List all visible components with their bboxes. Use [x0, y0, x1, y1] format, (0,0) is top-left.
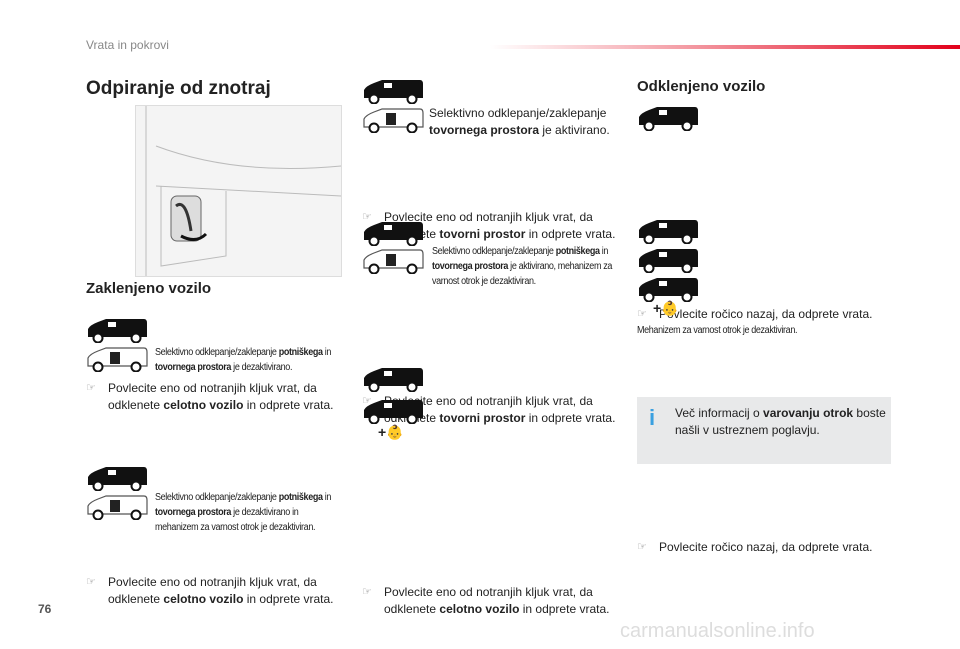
child-lock-icon: +👶	[378, 424, 404, 440]
caption: Selektivno odklepanje/zaklepanje potnišk…	[155, 492, 332, 533]
info-text: Več informacij o varovanju otrok boste n…	[675, 406, 886, 437]
instruction: Povlecite eno od notranjih kljuk vrat, d…	[362, 584, 644, 618]
van-locked-icon	[86, 465, 148, 491]
van-locked-icon	[637, 218, 699, 244]
van-locked-icon	[362, 220, 424, 246]
instruction: Povlecite eno od notranjih kljuk vrat, d…	[86, 574, 368, 608]
locked-vehicle-heading: Zaklenjeno vozilo	[86, 280, 212, 297]
instruction: Povlecite ročico nazaj, da odprete vrata…	[637, 306, 909, 323]
van-locked-icon	[637, 105, 699, 131]
instruction: Povlecite ročico nazaj, da odprete vrata…	[637, 539, 909, 556]
page-title: Odpiranje od znotraj	[86, 78, 271, 99]
caption: Selektivno odklepanje/zaklepanje potnišk…	[432, 246, 613, 287]
van-locked-icon	[637, 276, 699, 302]
van-locked-icon	[362, 78, 424, 104]
van-cargo-unlock-icon	[362, 248, 424, 274]
van-unlock-icon	[86, 346, 148, 372]
caption: Selektivno odklepanje/zaklepanje potnišk…	[155, 347, 332, 373]
instruction: Povlecite eno od notranjih kljuk vrat, d…	[86, 380, 368, 414]
page-number: 76	[38, 602, 52, 616]
watermark: carmanualsonline.info	[620, 620, 815, 642]
child-lock-icon: +👶	[653, 300, 679, 316]
caption: Selektivno odklepanje/zaklepanje tovorne…	[429, 106, 610, 137]
header-accent-line	[490, 45, 960, 49]
van-unlock-icon	[86, 494, 148, 520]
van-locked-icon	[86, 317, 148, 343]
unlocked-vehicle-heading: Odklenjeno vozilo	[637, 78, 766, 95]
section-header: Vrata in pokrovi	[86, 38, 169, 52]
instruction: Povlecite eno od notranjih kljuk vrat, d…	[362, 393, 624, 427]
van-cargo-unlock-icon	[362, 107, 424, 133]
van-locked-icon	[362, 366, 424, 392]
info-box: i Več informacij o varovanju otrok boste…	[637, 397, 891, 464]
van-locked-icon	[362, 398, 424, 424]
caption: Mehanizem za varnost otrok je dezaktivir…	[637, 325, 798, 336]
info-icon: i	[649, 405, 656, 430]
door-handle-illustration	[135, 105, 342, 277]
van-locked-icon	[637, 247, 699, 273]
